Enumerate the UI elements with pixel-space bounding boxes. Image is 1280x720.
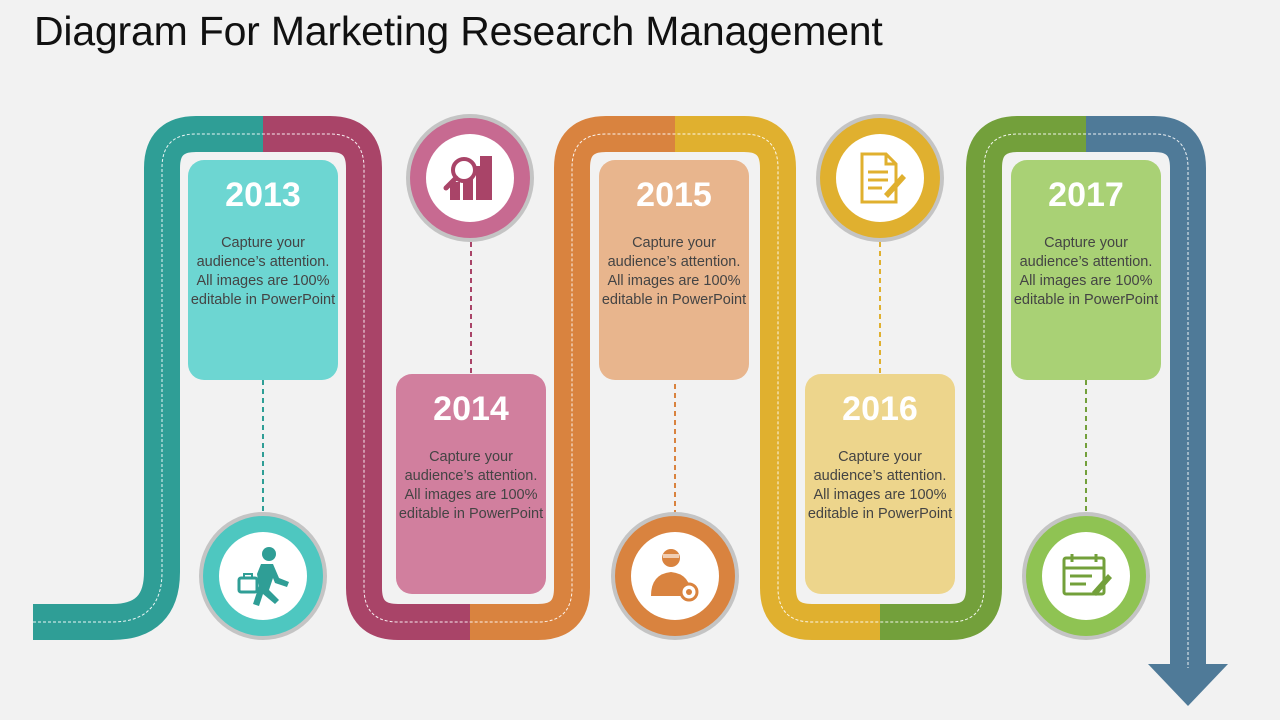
milestone-card-2016: 2016 Capture your audience’s attention. … [805,374,955,594]
milestone-text: Capture your audience’s attention. All i… [807,449,953,522]
path-segment-teal [33,116,263,640]
milestone-year: 2016 [842,390,918,428]
milestone-card-2013: 2013 Capture your audience’s attention. … [188,160,338,380]
milestone-year: 2015 [636,176,712,214]
businessman-running-icon [237,547,289,606]
page-title: Diagram For Marketing Research Managemen… [34,8,883,54]
icon-badge-2013 [199,512,327,640]
milestone-text: Capture your audience’s attention. All i… [1013,235,1159,308]
icon-badge-2014 [406,114,534,242]
document-pen-icon [860,152,906,204]
milestone-year: 2014 [433,390,509,428]
icon-badge-2017 [1022,512,1150,640]
milestone-year: 2013 [225,176,301,214]
magnifier-chart-icon [443,156,492,200]
milestone-text: Capture your audience’s attention. All i… [601,235,747,308]
certified-person-icon [651,549,699,602]
milestone-card-2015: 2015 Capture your audience’s attention. … [599,160,749,380]
arrow-head [1148,664,1228,706]
icon-badge-2015 [611,512,739,640]
icon-badge-2016 [816,114,944,242]
milestone-text: Capture your audience’s attention. All i… [190,235,336,308]
milestone-text: Capture your audience’s attention. All i… [398,449,544,522]
calendar-pen-icon [1062,554,1112,596]
milestone-card-2017: 2017 Capture your audience’s attention. … [1011,160,1161,380]
milestone-card-2014: 2014 Capture your audience’s attention. … [396,374,546,594]
milestone-year: 2017 [1048,176,1124,214]
path-dashed-line [33,133,1189,668]
